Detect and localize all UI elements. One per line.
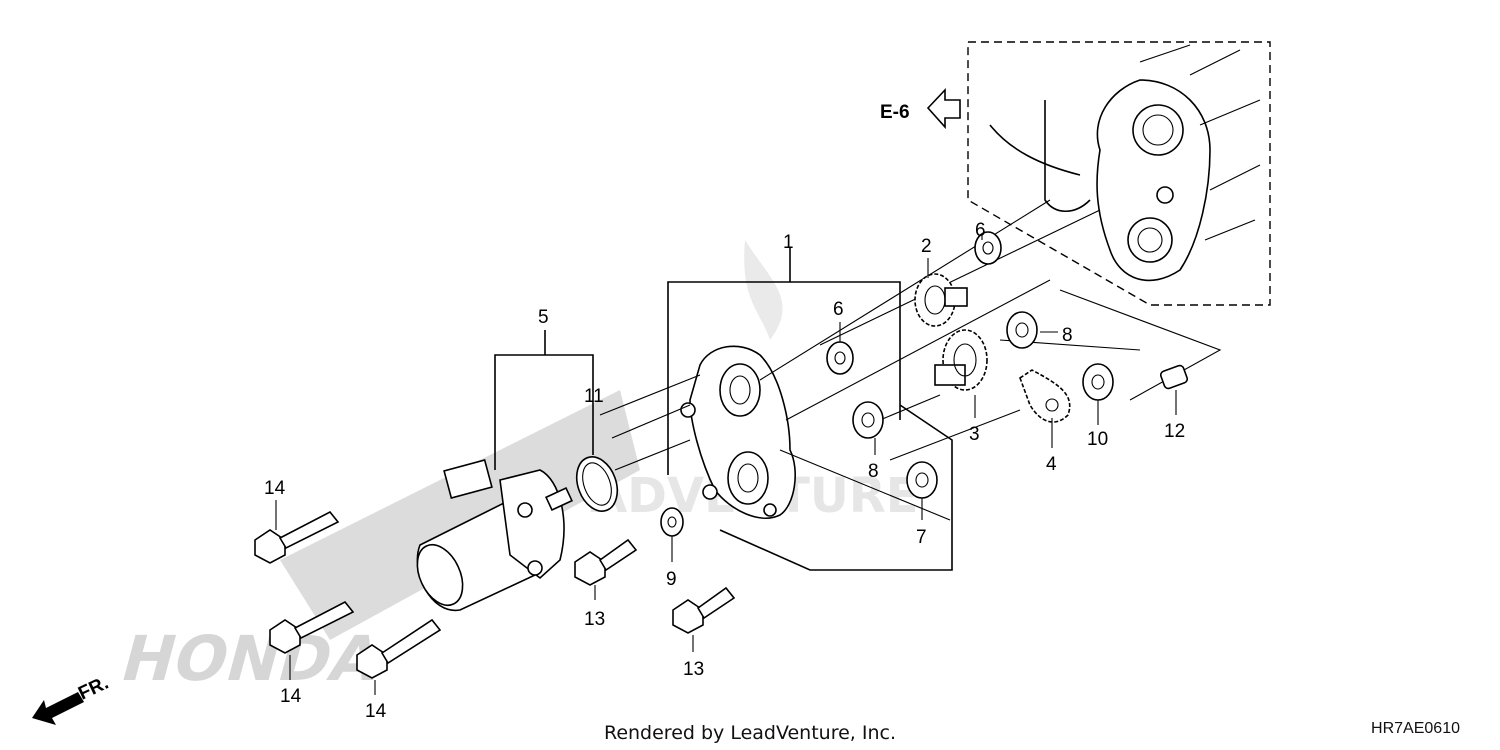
callout-4: 4 xyxy=(1046,454,1057,475)
gear-cover[interactable] xyxy=(680,345,796,519)
watermark: ADVENTURE HONDA xyxy=(114,240,919,695)
bolt[interactable] xyxy=(574,538,638,586)
callout-10: 10 xyxy=(1087,429,1108,450)
left-arrow-icon xyxy=(926,87,961,130)
sector-arm[interactable] xyxy=(1019,369,1071,423)
callout-14b: 14 xyxy=(280,686,302,707)
bolt[interactable] xyxy=(672,586,736,634)
front-arrow-icon xyxy=(32,692,84,725)
bearing[interactable] xyxy=(852,401,884,439)
crankcase-section xyxy=(967,41,1271,306)
bearing[interactable] xyxy=(906,461,938,499)
callout-11: 11 xyxy=(584,386,604,407)
callout-8b: 8 xyxy=(1062,325,1073,346)
bolt[interactable] xyxy=(254,510,340,564)
callout-9: 9 xyxy=(666,569,677,590)
bearing[interactable] xyxy=(1082,363,1114,401)
bolt[interactable] xyxy=(269,600,355,654)
callout-2: 2 xyxy=(921,236,932,257)
svg-text:HONDA: HONDA xyxy=(114,622,390,695)
callout-6a: 6 xyxy=(833,299,844,320)
bracket-lines xyxy=(494,199,1222,571)
drive-gear[interactable] xyxy=(914,273,968,327)
bearing[interactable] xyxy=(826,341,854,375)
bolt[interactable] xyxy=(356,618,442,679)
callout-14c: 14 xyxy=(365,701,387,722)
callout-13b: 13 xyxy=(683,659,704,680)
callout-1: 1 xyxy=(783,232,794,253)
render-credit: Rendered by LeadVenture, Inc. xyxy=(603,722,897,744)
callout-6b: 6 xyxy=(975,220,986,241)
dowel-pin[interactable] xyxy=(1159,364,1189,390)
bushing[interactable] xyxy=(660,507,684,537)
reference-label: E-6 xyxy=(880,102,910,123)
diagram-code: HR7AE0610 xyxy=(1371,720,1460,737)
starter-motor[interactable] xyxy=(408,459,573,612)
callout-7: 7 xyxy=(916,527,927,548)
reduction-gear[interactable] xyxy=(934,329,988,391)
leader-lines xyxy=(275,235,1177,695)
callout-12: 12 xyxy=(1164,421,1185,442)
callout-5: 5 xyxy=(538,307,549,328)
bearing[interactable] xyxy=(1006,311,1038,349)
reference-e6[interactable]: E-6 xyxy=(880,87,961,130)
callout-labels: 1 2 3 4 5 6 6 7 8 8 9 10 11 12 13 13 14 … xyxy=(264,220,1185,722)
callout-14a: 14 xyxy=(264,478,286,499)
callout-3: 3 xyxy=(969,424,980,445)
callout-8a: 8 xyxy=(868,461,879,482)
callout-13a: 13 xyxy=(584,609,605,630)
o-ring[interactable] xyxy=(570,451,625,517)
front-indicator: FR. xyxy=(32,673,112,725)
